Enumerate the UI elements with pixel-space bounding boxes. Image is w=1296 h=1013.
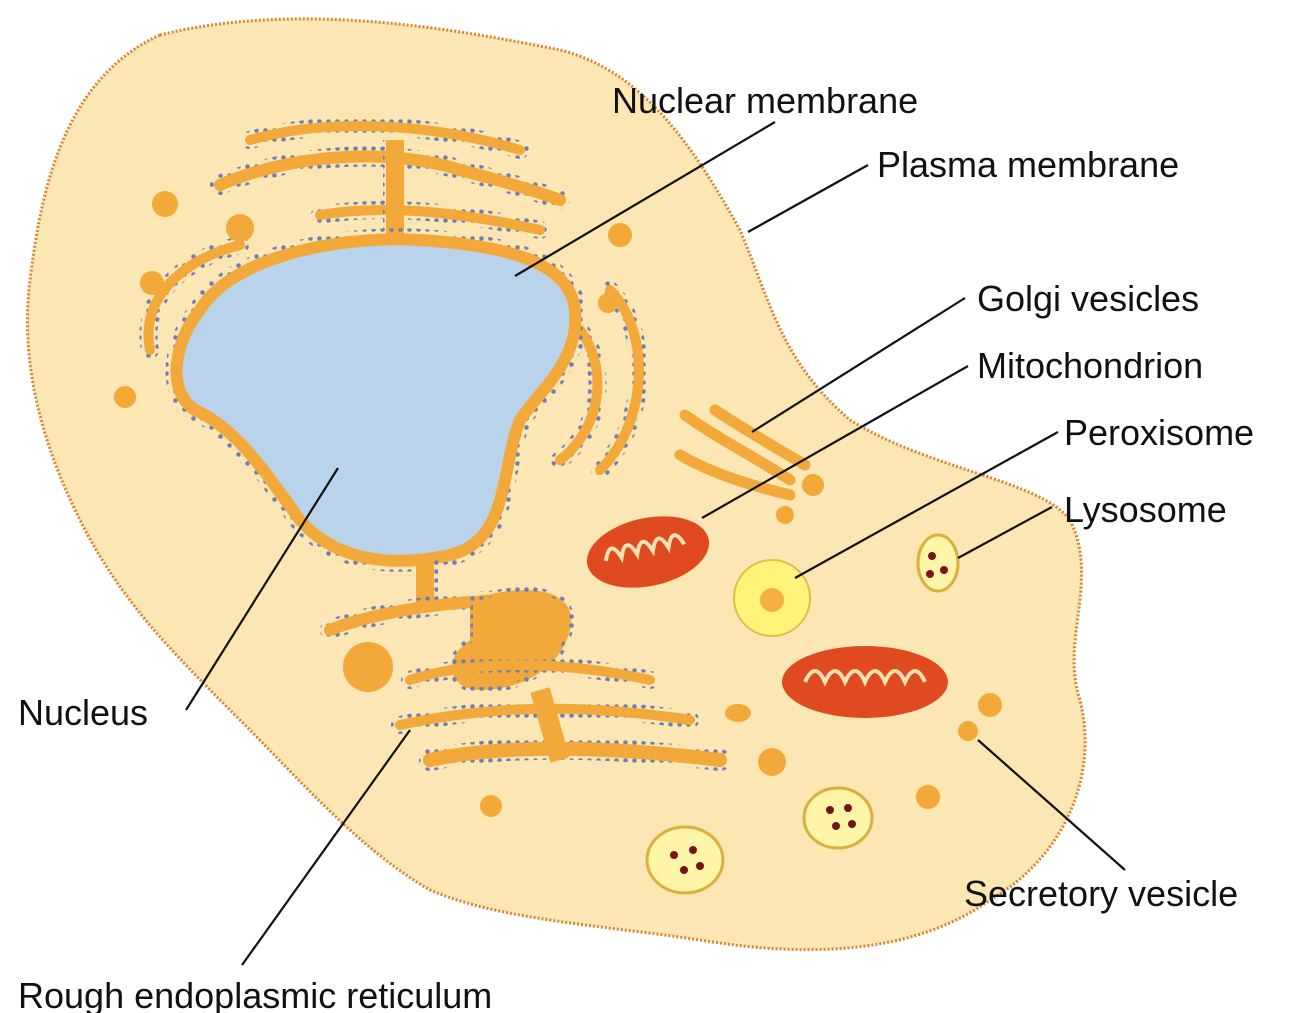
lysosome-3 xyxy=(647,827,723,893)
label-nuclear-membrane: Nuclear membrane xyxy=(612,80,918,121)
label-peroxisome: Peroxisome xyxy=(1064,412,1254,453)
label-plasma-membrane: Plasma membrane xyxy=(877,144,1179,185)
label-rough-er: Rough endoplasmic reticulum xyxy=(18,975,492,1013)
label-golgi-vesicles: Golgi vesicles xyxy=(977,278,1199,319)
label-nucleus: Nucleus xyxy=(18,692,148,733)
mitochondrion-2 xyxy=(782,646,948,718)
lysosome-1 xyxy=(918,535,958,591)
peroxisome xyxy=(734,560,810,636)
label-lysosome: Lysosome xyxy=(1064,489,1227,530)
label-secretory-vesicle: Secretory vesicle xyxy=(964,873,1238,914)
leader-plasma-membrane xyxy=(748,165,868,232)
label-mitochondrion: Mitochondrion xyxy=(977,345,1203,386)
lysosome-2 xyxy=(804,788,872,848)
